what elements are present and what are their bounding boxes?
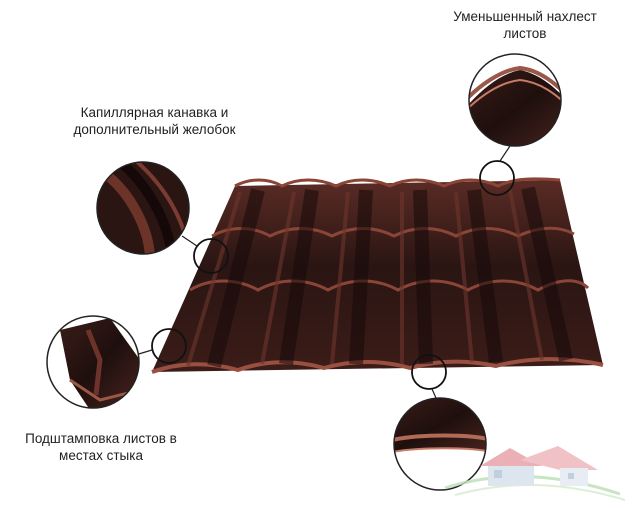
callout-capillary: Капиллярная канавка и дополнительный жел… xyxy=(73,105,236,137)
marker-stamping xyxy=(151,328,187,364)
house-logo-icon xyxy=(444,446,626,501)
marker-capillary xyxy=(193,238,229,274)
callout-overlap: Уменьшенный нахлест листов xyxy=(453,9,597,41)
callout-stamping: Подштамповка листов в местах стыка xyxy=(25,431,177,463)
capillary-groove-detail-icon xyxy=(96,161,190,255)
detail-markers xyxy=(151,160,515,390)
tile-overlap-detail-icon xyxy=(468,53,562,147)
metal-tile-sheet xyxy=(151,177,604,374)
tile-edge-detail-icon xyxy=(393,397,487,491)
marker-overlap xyxy=(479,160,515,196)
stamped-joint-detail-icon xyxy=(46,315,140,409)
marker-edge xyxy=(411,354,447,390)
